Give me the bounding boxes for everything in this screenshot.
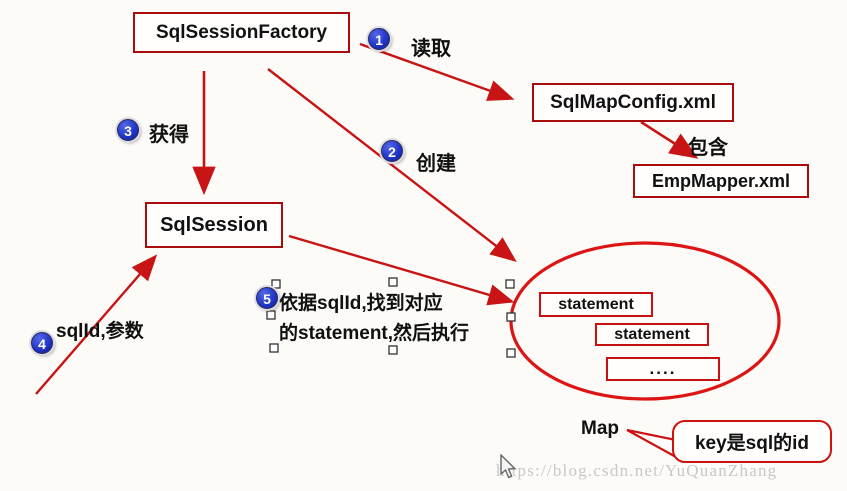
arrow-sqlid-params — [35, 254, 158, 395]
mouse-cursor-icon — [500, 454, 517, 479]
node-empmapper[interactable]: EmpMapper.xml — [633, 164, 809, 198]
node-statement-more[interactable]: .... — [606, 357, 720, 381]
label-read: 读取 — [411, 38, 451, 60]
label-obtain: 获得 — [149, 124, 189, 146]
label-step5-line2: 的statement,然后执行 — [279, 323, 470, 344]
label-sqlid-params: sqlId,参数 — [56, 321, 144, 342]
callout-tail — [626, 428, 678, 459]
label-step5-note: 依据sqlId,找到对应 的statement,然后执行 — [279, 289, 469, 349]
selection-handles[interactable] — [266, 277, 516, 358]
step-3-badge: 3 — [117, 119, 139, 141]
label-step5-line1: 依据sqlId,找到对应 — [279, 293, 443, 314]
step-5-badge: 5 — [256, 287, 278, 309]
arrow-execute — [288, 234, 515, 306]
callout-key-is-sqlid: key是sql的id — [672, 420, 832, 463]
watermark-url: https://blog.csdn.net/YuQuanZhang — [496, 461, 778, 480]
arrow-contains — [640, 120, 699, 159]
node-statement-2[interactable]: statement — [595, 323, 709, 346]
arrow-read — [359, 42, 515, 101]
node-sqlmapconfig[interactable]: SqlMapConfig.xml — [532, 83, 734, 122]
node-sqlsession[interactable]: SqlSession — [145, 202, 283, 248]
node-sqlsessionfactory[interactable]: SqlSessionFactory — [133, 12, 350, 53]
arrow-create — [267, 68, 517, 262]
step-2-badge: 2 — [381, 140, 403, 162]
step-4-badge: 4 — [31, 332, 53, 354]
node-statement-1[interactable]: statement — [539, 292, 653, 317]
label-create: 创建 — [416, 153, 456, 175]
step-1-badge: 1 — [368, 28, 390, 50]
label-map: Map — [581, 418, 619, 439]
label-contains: 包含 — [688, 137, 728, 159]
